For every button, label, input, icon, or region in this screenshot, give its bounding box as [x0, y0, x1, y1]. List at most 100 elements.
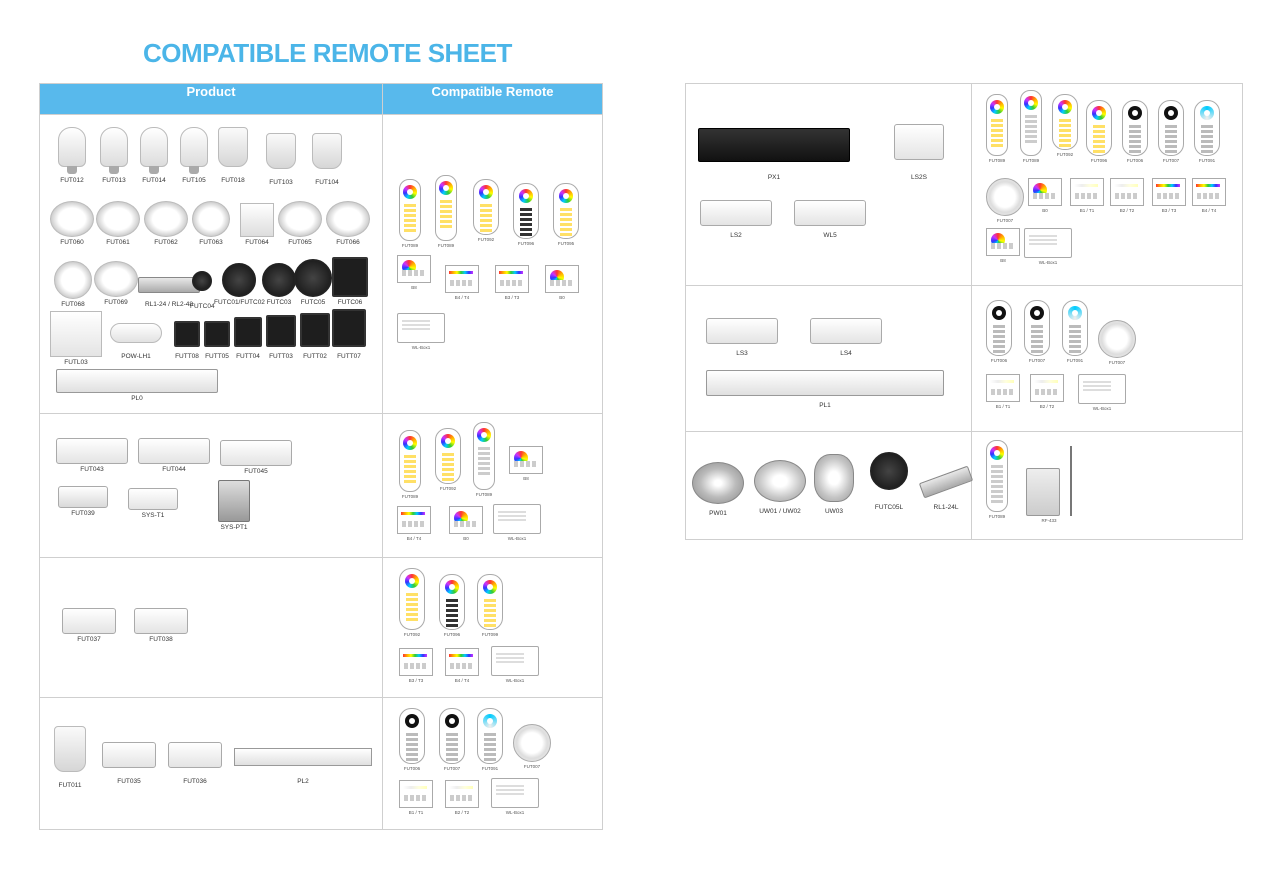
- remote-r-b4-t4: B4 / T4: [1192, 178, 1226, 213]
- remote-b4-t4: B4 / T4: [445, 265, 479, 300]
- product-ls3: LS3: [706, 318, 778, 357]
- product-fut063: FUT063: [192, 201, 230, 246]
- remote-fut096: FUT096: [513, 183, 539, 246]
- remote-r2-b1-t1: B1 / T1: [986, 374, 1020, 409]
- remote-fut007: FUT007: [439, 708, 465, 771]
- remote-fut096-b: FUT096: [439, 574, 465, 637]
- remote-cell-2: FUT089 FUT092 FUT089 B8 B4 / T4 B0 WL-Bo…: [382, 413, 603, 558]
- remote-cell-1: FUT089 FUT089 FUT092 FUT096 FUT095 B8 B4…: [382, 114, 603, 414]
- remote-fut089-a: FUT089: [399, 179, 421, 248]
- product-fut060: FUT060: [50, 201, 94, 246]
- product-pl0: PL0: [56, 369, 218, 402]
- product-pl2: PL2: [234, 748, 372, 785]
- product-fut069: FUT069: [94, 261, 138, 306]
- product-wl5: WL5: [794, 200, 866, 239]
- product-fut104: FUT104: [312, 133, 342, 186]
- remote-wl-box1: WL-Box1: [397, 313, 445, 350]
- remote-r-fut092: FUT092: [1052, 94, 1078, 157]
- remote-fut089-d: FUT089: [473, 422, 495, 497]
- remote-wl-box1-c: WL-Box1: [491, 646, 539, 683]
- product-header: Product: [39, 83, 383, 115]
- product-fut018: FUT018: [218, 127, 248, 184]
- remote-fut095: FUT095: [553, 183, 579, 246]
- product-ls2s: LS2S: [894, 124, 944, 181]
- product-futc04: FUTC04: [190, 263, 215, 310]
- product-fut039: FUT039: [58, 486, 108, 517]
- product-futt04: FUTT04: [234, 317, 262, 360]
- right-product-cell-3: PW01 UW01 / UW02 UW03 FUTC05L RL1-24L: [685, 431, 974, 540]
- product-futl03: FUTL03: [50, 311, 102, 366]
- remote-r-fut089-a: FUT089: [986, 94, 1008, 163]
- remote-fut099: FUT099: [477, 574, 503, 637]
- remote-r-b8: B8: [986, 228, 1020, 263]
- remote-fut089-b: FUT089: [435, 175, 457, 248]
- remote-b4-t4-c: B4 / T4: [445, 648, 479, 683]
- remote-r-b3-t3: B3 / T3: [1152, 178, 1186, 213]
- product-futt05: FUTT05: [204, 321, 230, 360]
- remote-r-b0: B0: [1028, 178, 1062, 213]
- product-futc05: FUTC05: [294, 259, 332, 306]
- remote-b0-b: B0: [449, 506, 483, 541]
- product-fut068: FUT068: [54, 261, 92, 308]
- product-fut062: FUT062: [144, 201, 188, 246]
- remote-header: Compatible Remote: [382, 83, 603, 115]
- right-product-cell-1: PX1 LS2S LS2 WL5: [685, 83, 972, 286]
- remote-b2-t2: B2 / T2: [445, 780, 479, 815]
- product-sys-pt1: SYS-PT1: [218, 480, 250, 531]
- remote-wl-box1-d: WL-Box1: [491, 778, 539, 815]
- remote-b4-t4-b: B4 / T4: [397, 506, 431, 541]
- remote-r-fut007: FUT007: [1158, 100, 1184, 163]
- remote-fut092-c: FUT092: [399, 568, 425, 637]
- product-cell-2: FUT043 FUT044 FUT045 FUT039 SYS-T1 SYS-P…: [39, 413, 383, 558]
- right-remote-cell-1: FUT089 FUT089 FUT092 FUT096 FUT006 FUT00…: [971, 83, 1243, 286]
- product-fut043: FUT043: [56, 438, 128, 473]
- remote-fut089-c: FUT089: [399, 430, 421, 499]
- product-futt08: FUTT08: [174, 321, 200, 360]
- product-fut035: FUT035: [102, 742, 156, 785]
- remote-r2-wl-box1: WL-Box1: [1078, 374, 1126, 411]
- remote-b3-t3-b: B3 / T3: [399, 648, 433, 683]
- remote-r2-b2-t2: B2 / T2: [1030, 374, 1064, 409]
- product-futt03: FUTT03: [266, 315, 296, 360]
- product-uw01: UW01 / UW02: [754, 460, 806, 515]
- product-fut037: FUT037: [62, 608, 116, 643]
- product-sys-t1: SYS-T1: [128, 488, 178, 519]
- remote-r2-fut007-knob: FUT007: [1098, 320, 1136, 365]
- remote-r3-fut089: FUT089: [986, 440, 1008, 519]
- remote-b3-t3: B3 / T3: [495, 265, 529, 300]
- remote-r-fut007-knob: FUT007: [986, 178, 1024, 223]
- product-fut014: FUT014: [140, 127, 168, 184]
- product-cell-1: FUT012 FUT013 FUT014 FUT105 FUT018 FUT10…: [39, 114, 383, 414]
- product-pw01: PW01: [692, 462, 744, 517]
- right-compat-table: PX1 LS2S LS2 WL5 FUT089 FUT089 FUT092 FU…: [685, 83, 1243, 540]
- remote-r3-rf-433: RF-433: [1026, 446, 1072, 523]
- remote-fut006: FUT006: [399, 708, 425, 771]
- product-fut036: FUT036: [168, 742, 222, 785]
- remote-r-b1-t1: B1 / T1: [1070, 178, 1104, 213]
- product-futc03: FUTC03: [262, 263, 296, 306]
- product-pl1: PL1: [706, 370, 944, 409]
- product-ls2: LS2: [700, 200, 772, 239]
- remote-cell-4: FUT006 FUT007 FUT091 FUT007 B1 / T1 B2 /…: [382, 697, 603, 830]
- right-remote-cell-3: FUT089 RF-433: [971, 431, 1243, 540]
- remote-fut092: FUT092: [473, 179, 499, 242]
- remote-fut091: FUT091: [477, 708, 503, 771]
- remote-r-fut089-b: FUT089: [1020, 90, 1042, 163]
- product-cell-4: FUT011 FUT035 FUT036 PL2: [39, 697, 383, 830]
- remote-b8-b: B8: [509, 446, 543, 481]
- product-futt02: FUTT02: [300, 313, 330, 360]
- remote-r-fut006: FUT006: [1122, 100, 1148, 163]
- page-title: COMPATIBLE REMOTE SHEET: [143, 38, 512, 68]
- product-futc06: FUTC06: [332, 257, 368, 306]
- product-futt07: FUTT07: [332, 309, 366, 360]
- remote-b1-t1: B1 / T1: [399, 780, 433, 815]
- remote-b0: B0: [545, 265, 579, 300]
- product-fut012: FUT012: [58, 127, 86, 184]
- product-fut064: FUT064: [240, 203, 274, 246]
- remote-r-fut096: FUT096: [1086, 100, 1112, 163]
- product-fut061: FUT061: [96, 201, 140, 246]
- remote-fut092-b: FUT092: [435, 428, 461, 491]
- product-ls4: LS4: [810, 318, 882, 357]
- right-product-cell-2: LS3 LS4 PL1: [685, 285, 972, 432]
- remote-b8: B8: [397, 255, 431, 290]
